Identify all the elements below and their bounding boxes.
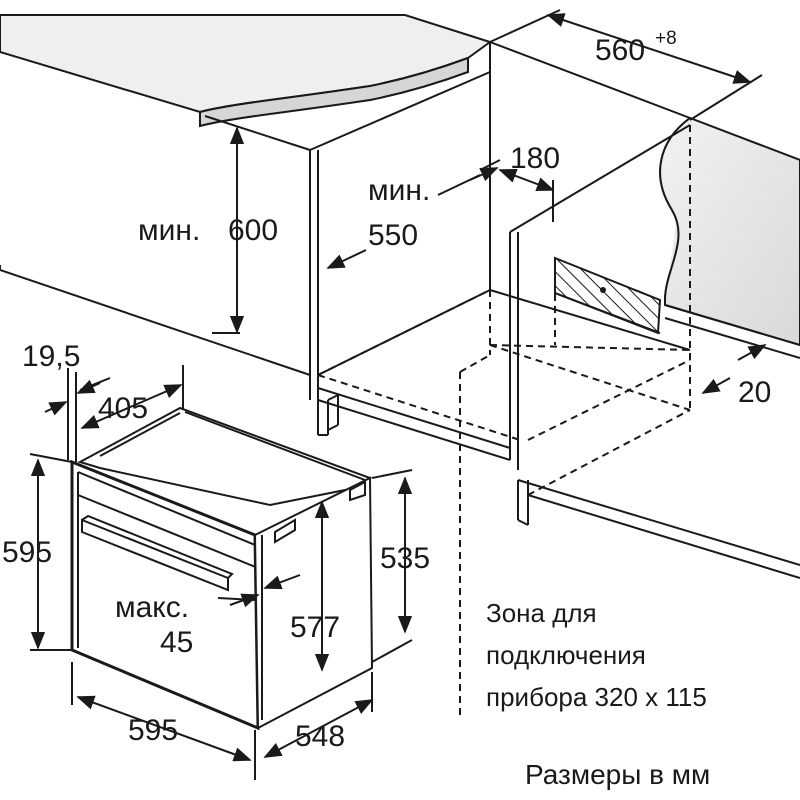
label-min-height-prefix: мин. bbox=[138, 214, 200, 247]
label-vent-depth: 180 bbox=[510, 142, 560, 175]
label-width-595: 595 bbox=[128, 714, 178, 747]
vent-cutout-zone bbox=[554, 256, 662, 335]
label-front-offset: 19,5 bbox=[22, 340, 80, 373]
label-niche-width: 560 bbox=[595, 34, 645, 67]
label-height-535: 535 bbox=[380, 542, 430, 575]
zone-note-line1: Зона для bbox=[486, 598, 597, 628]
label-max-value: 45 bbox=[160, 626, 193, 659]
label-height-595: 595 bbox=[2, 536, 52, 569]
label-depth-548: 548 bbox=[295, 720, 345, 753]
cabinet-side-panel bbox=[0, 71, 691, 461]
label-max-prefix: макс. bbox=[115, 591, 189, 624]
label-min-height-value: 600 bbox=[228, 214, 278, 247]
label-min-depth-prefix: мин. bbox=[368, 174, 430, 207]
label-min-depth-value: 550 bbox=[368, 219, 418, 252]
oven bbox=[70, 406, 374, 731]
label-height-577: 577 bbox=[290, 611, 340, 644]
zone-note-line2: подключения bbox=[486, 640, 646, 670]
label-offset-20: 20 bbox=[738, 376, 771, 409]
label-niche-tolerance: +8 bbox=[655, 28, 677, 49]
zone-note-line3: прибора 320 x 115 bbox=[486, 682, 707, 712]
notes: Зона для подключения прибора 320 x 115 Р… bbox=[486, 598, 710, 790]
label-depth-405: 405 bbox=[98, 392, 148, 425]
niche-dashed-outline bbox=[317, 125, 691, 715]
cabinet-right-panel bbox=[509, 124, 800, 579]
units-note: Размеры в мм bbox=[525, 759, 710, 790]
dimension-labels: 560 +8 180 мин. 600 мин. 550 20 19,5 405… bbox=[2, 28, 771, 753]
back-wall bbox=[489, 41, 800, 359]
dimension-lines bbox=[29, 9, 767, 780]
